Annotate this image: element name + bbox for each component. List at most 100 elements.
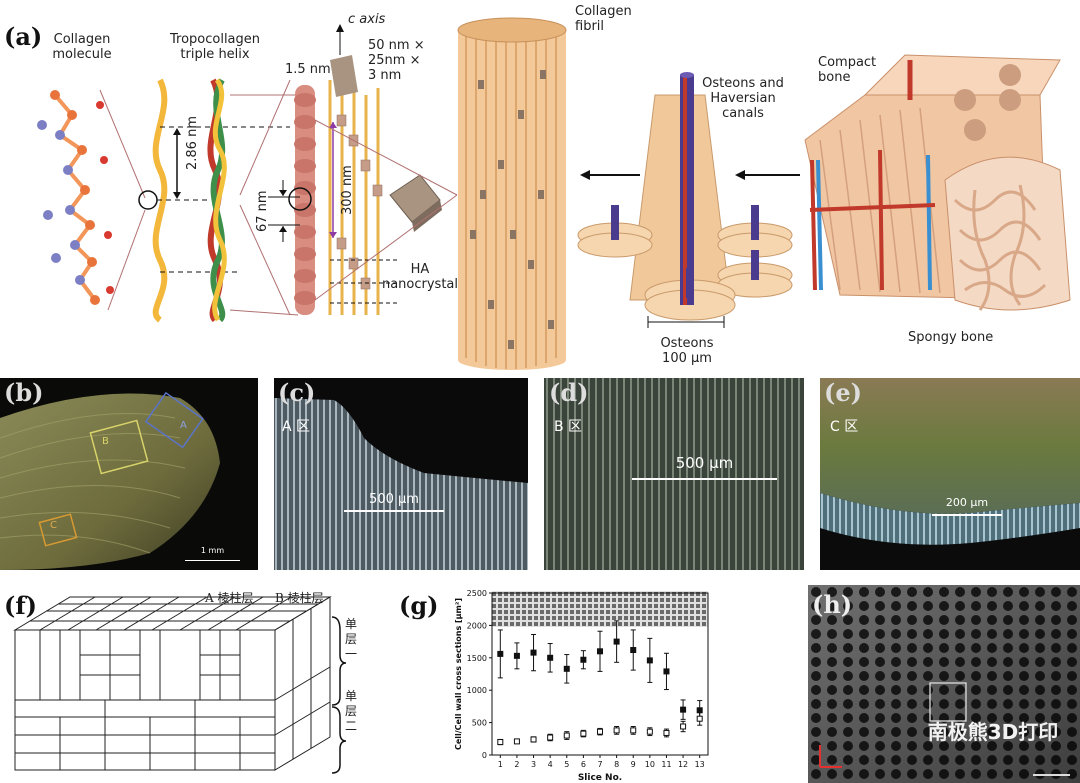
label-collagen-fibril: Collagen fibril <box>575 4 632 34</box>
data-point <box>580 730 587 737</box>
panel-c: A 区 500 μm <box>274 378 528 570</box>
y-tick-label: 1000 <box>467 686 487 695</box>
data-point <box>597 648 603 655</box>
label-gap: 67 nm <box>255 190 270 232</box>
y-tick-label: 1500 <box>467 654 487 663</box>
x-tick-label: 2 <box>514 760 519 769</box>
data-point <box>613 638 620 645</box>
label-layer-b: B 棱柱层 <box>275 591 324 605</box>
zone-c-micrograph <box>820 378 1080 545</box>
label-crystal-size: 50 nm × 25nm × 3 nm <box>368 38 425 83</box>
box-label-a: A <box>180 420 187 431</box>
bone-hierarchy-illustration <box>37 17 1071 370</box>
x-tick-label: 4 <box>548 760 553 769</box>
panel-d: B 区 500 μm <box>544 378 804 570</box>
panel-a: (a) <box>0 0 1080 375</box>
data-point <box>696 715 703 722</box>
panel-label-g: (g) <box>399 591 439 620</box>
zone-label-c: A 区 <box>282 419 311 435</box>
label-compact-bone: Compact bone <box>818 55 877 85</box>
zone-label-d: B 区 <box>554 419 583 435</box>
spongy-bone <box>944 156 1071 311</box>
x-tick-label: 3 <box>531 760 536 769</box>
data-point <box>580 656 587 663</box>
collagen-molecule-drawing <box>37 90 114 305</box>
panel-f: (f) A 棱柱层 B 棱柱层 <box>0 585 360 783</box>
panel-label-a: (a) <box>4 22 43 51</box>
osteons-cluster <box>577 72 793 321</box>
data-point <box>680 706 687 713</box>
y-tick-label: 2500 <box>467 589 487 598</box>
panel-label-h: (h) <box>812 590 853 619</box>
panel-label-d: (d) <box>549 378 589 407</box>
panel-e: C 区 200 μm <box>820 378 1080 570</box>
x-tick-label: 7 <box>597 760 602 769</box>
ct-honeycomb-image <box>808 585 1080 783</box>
zone-label-e: C 区 <box>830 419 859 435</box>
watermark: 南极熊3D打印 <box>927 720 1059 744</box>
x-tick-label: 10 <box>645 760 655 769</box>
data-point <box>497 739 504 746</box>
data-point <box>597 728 603 735</box>
data-point <box>613 727 620 734</box>
data-point <box>680 723 687 730</box>
scale-bar-b <box>185 560 240 561</box>
label-c-axis: c axis <box>348 12 386 27</box>
single-helix <box>152 78 168 323</box>
triple-helix <box>207 78 227 323</box>
panel-label-b: (b) <box>4 378 44 407</box>
data-point <box>646 728 653 735</box>
x-tick-label: 13 <box>695 760 705 769</box>
panel-h: 南极熊3D打印 <box>808 585 1080 783</box>
data-point <box>547 734 554 741</box>
data-point <box>513 652 520 659</box>
label-diameter: 1.5 nm <box>285 62 331 77</box>
box-label-c: C <box>50 520 57 531</box>
data-point <box>513 738 520 745</box>
scale-bar-d <box>632 478 777 480</box>
x-tick-label: 5 <box>564 760 569 769</box>
scale-label-d: 500 μm <box>675 454 734 472</box>
data-point <box>663 668 670 675</box>
x-tick-label: 6 <box>581 760 586 769</box>
data-point <box>663 729 670 736</box>
selection-box <box>929 682 967 722</box>
scale-label-b: 1 mm <box>200 546 225 555</box>
prism-layer-block-diagram <box>13 596 347 774</box>
x-tick-label: 8 <box>614 760 619 769</box>
y-tick-label: 500 <box>472 719 487 728</box>
scale-label-e: 200 μm <box>945 496 989 509</box>
y-axis-label: Cell/Cell wall cross sections [μm²] <box>454 598 463 750</box>
y-tick-label: 2000 <box>467 621 487 630</box>
label-layer-a: A 棱柱层 <box>205 591 254 605</box>
label-ha-nanocrystal: HA nanocrystal <box>381 262 459 292</box>
panel-label-c: (c) <box>278 378 316 407</box>
box-label-b: B <box>102 436 109 447</box>
label-spongy-bone: Spongy bone <box>908 330 994 345</box>
staggered-fibrils <box>328 80 380 315</box>
data-point <box>530 736 537 743</box>
data-point <box>497 650 504 657</box>
panel-label-e: (e) <box>824 378 862 407</box>
beaded-microfibril <box>294 85 316 315</box>
label-triple-helix: Tropocollagen triple helix <box>169 32 261 62</box>
label-single-layer-1: 单 层 一 <box>344 617 357 661</box>
data-point <box>646 657 653 664</box>
data-point <box>530 649 537 656</box>
label-single-layer-2: 单 层 二 <box>344 689 357 733</box>
label-period: 300 nm <box>340 165 355 215</box>
data-point <box>630 647 637 654</box>
collagen-fibril-cylinder <box>457 17 567 370</box>
scale-bar-e <box>932 514 1002 516</box>
data-point <box>563 665 570 672</box>
label-osteons-canals: Osteons and Haversian canals <box>702 76 784 121</box>
panel-label-f: (f) <box>4 591 38 620</box>
data-point <box>547 654 554 661</box>
x-axis-label: Slice No. <box>578 773 622 783</box>
crystal-sample <box>330 55 358 97</box>
y-tick-label: 0 <box>482 751 487 760</box>
shell-section-image <box>0 391 220 570</box>
x-tick-label: 9 <box>631 760 636 769</box>
